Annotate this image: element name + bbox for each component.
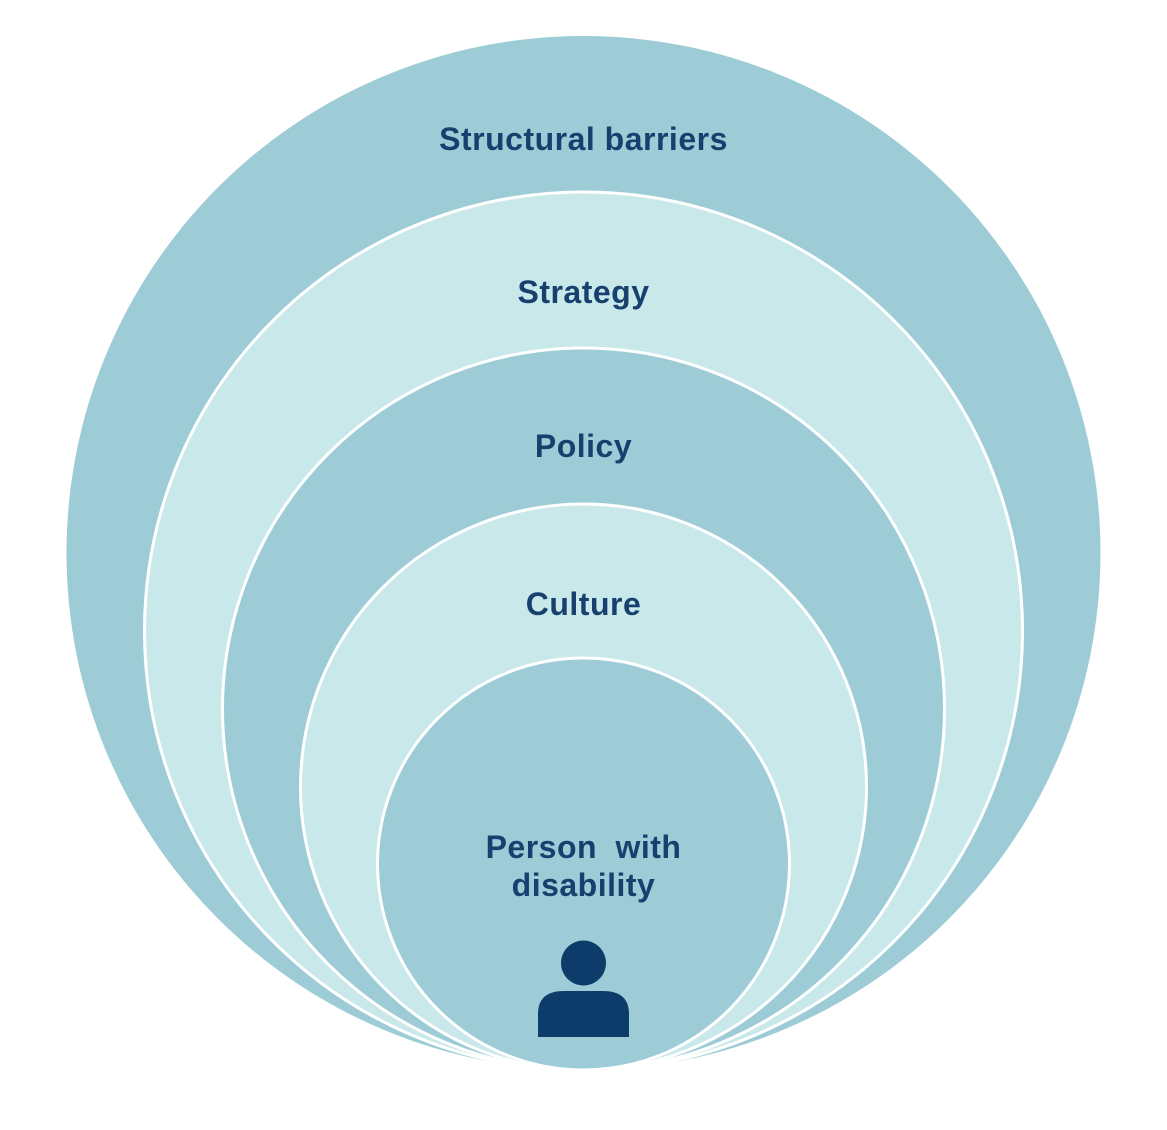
ring-person-with-disability [376, 656, 791, 1072]
ring-label-culture: Culture [525, 586, 642, 622]
person-icon-body [538, 991, 629, 1037]
ring-label-person-with-disability: Person with disability [0, 828, 1167, 904]
ring-label-person-line1: Person with [485, 829, 682, 865]
ring-label-strategy: Strategy [517, 274, 650, 310]
ring-label-structural-barriers: Structural barriers [439, 121, 728, 157]
person-icon-head [561, 940, 606, 986]
ring-label-policy: Policy [534, 428, 633, 464]
person-icon [538, 940, 629, 1037]
ring-label-person-line2: disability [511, 867, 656, 903]
